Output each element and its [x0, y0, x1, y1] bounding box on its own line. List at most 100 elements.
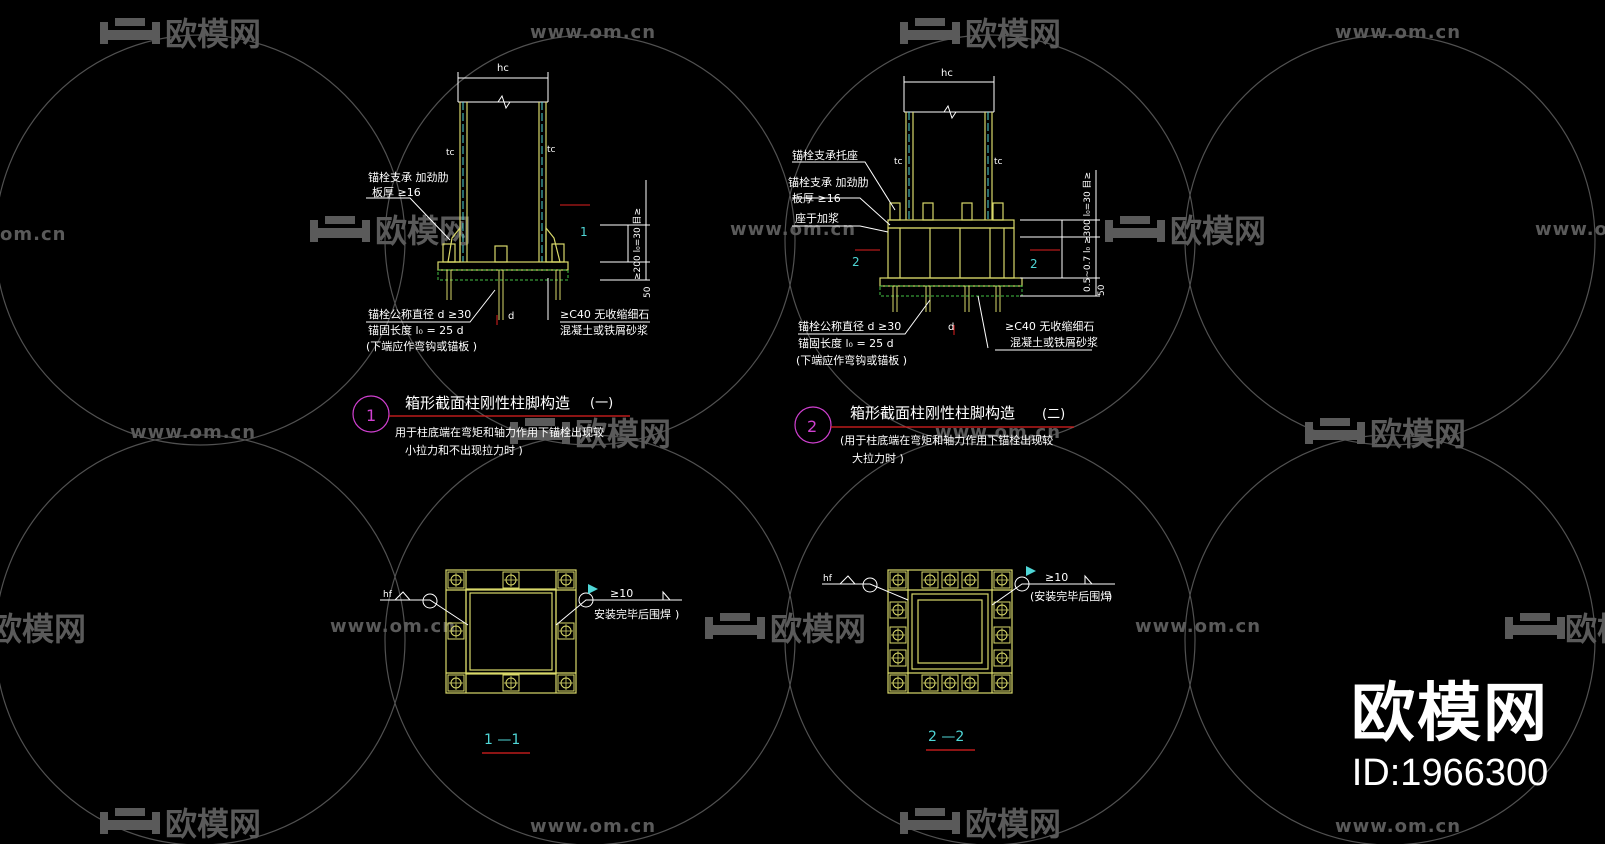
watermark-logo: 欧模网	[770, 610, 866, 648]
bolt-plate	[961, 571, 979, 589]
detail-1-note-1: 用于柱底端在弯矩和轴力作用下锚栓出现较	[395, 425, 604, 439]
plan-1-section: hf ≥10 安装完毕后围焊 ) 1 —1	[380, 569, 682, 754]
bolt-plate	[993, 626, 1011, 644]
detail-1-stiffener-label-1: 锚栓支承 加劲肋	[368, 170, 449, 184]
detail-1-bolt-label-3: (下端应作弯钩或锚板 )	[366, 339, 477, 353]
watermark-logo: 欧模网	[575, 415, 671, 453]
detail-2-note-1: (用于柱底端在弯矩和轴力作用下锚栓出现较	[840, 433, 1053, 447]
watermarks: 欧模网 www.om.cn 欧模网 www.om.cn om.cn 欧模网 ww…	[0, 15, 1605, 843]
detail-2-elevation: hc tc tc	[788, 68, 1107, 465]
detail-2-side-dims: 0.5~0.7 l₀ ≥300 l₀=30 目≥	[1082, 172, 1093, 292]
plan-1-bolts	[447, 571, 575, 692]
plan-2-bolts	[889, 571, 1011, 692]
brand-block: 欧模网 ID:1966300	[1345, 678, 1555, 796]
watermark-url: www.om.cn	[330, 616, 456, 637]
watermark-logo: 欧模网	[1565, 610, 1605, 648]
detail-2-dim-d: d	[948, 322, 954, 333]
detail-2-support-label: 锚栓支承托座	[792, 148, 858, 162]
detail-2-shim-label: 座于加浆	[795, 211, 839, 225]
bolt-plate	[447, 622, 465, 640]
detail-2-bolt-label-3: (下端应作弯钩或锚板 )	[796, 353, 907, 367]
plan-2-label: 2 —2	[928, 729, 964, 745]
watermark-logo: 欧模网	[965, 805, 1061, 843]
bolt-plate	[993, 649, 1011, 667]
bolt-plate	[502, 674, 520, 692]
brand-id: ID:1966300	[1351, 752, 1549, 794]
detail-1-section-marker: 1	[580, 225, 588, 239]
detail-2-section-marker-left: 2	[852, 255, 860, 269]
detail-1-note-2: 小拉力和不出现拉力时 )	[405, 443, 523, 457]
bolt-plate	[993, 601, 1011, 619]
watermark-logo: 欧模网	[1170, 212, 1266, 250]
watermark-logo: 欧模网	[165, 15, 261, 53]
detail-2-bolt-label-1: 锚栓公称直径 d ≥30	[798, 319, 901, 333]
bolt-plate	[447, 571, 465, 589]
detail-2-title: 箱形截面柱刚性柱脚构造	[850, 404, 1015, 422]
bolt-plate	[502, 571, 520, 589]
detail-2-bolt-label-2: 锚固长度 l₀ = 25 d	[798, 336, 894, 350]
bolt-plate	[557, 674, 575, 692]
detail-1-stiffener-label-2: 板厚 ≥16	[372, 185, 421, 199]
detail-2-tc-right: tc	[994, 157, 1003, 167]
watermark-url: www.om.cn	[1135, 616, 1261, 637]
watermark-url: www.om.cn	[530, 816, 656, 837]
plan-1-weld-note-paren: )	[675, 608, 679, 621]
detail-2-dim-hc: hc	[941, 68, 953, 79]
watermark-logo-icons	[100, 18, 1565, 834]
watermark-url: www.om.cn	[530, 22, 656, 43]
plan-2-weld-left: hf	[823, 574, 833, 584]
detail-2-tc-left: tc	[894, 157, 903, 167]
bolt-plate	[921, 674, 939, 692]
detail-1-title: 箱形截面柱刚性柱脚构造	[405, 394, 570, 412]
detail-1-elevation: hc tc tc	[352, 63, 653, 457]
plan-2-weld-right: ≥10	[1045, 571, 1068, 584]
bolt-plate	[921, 571, 939, 589]
detail-1-bottom-dim: 50	[643, 286, 653, 298]
detail-1-number: 1	[366, 406, 376, 425]
plan-2-weld-note-paren: )	[1108, 590, 1112, 603]
detail-2-stiffener-label-1: 锚栓支承 加劲肋	[788, 175, 869, 189]
plan-1-weld-left: hf	[383, 590, 393, 600]
detail-2-grout-label-1: ≥C40 无收缩细石	[1005, 319, 1094, 333]
bolt-plate	[941, 674, 959, 692]
detail-2-number: 2	[807, 417, 817, 436]
detail-1-title-suffix: (一)	[590, 396, 613, 411]
bolt-plate	[889, 674, 907, 692]
bolt-plate	[993, 674, 1011, 692]
detail-2-note-2: 大拉力时 )	[852, 451, 904, 465]
plan-1-weld-right: ≥10	[610, 587, 633, 600]
watermark-url: www.om.cn	[130, 422, 256, 443]
detail-1-grout-label-2: 混凝土或铁屑砂浆	[560, 323, 648, 337]
detail-2-grout-label-2: 混凝土或铁屑砂浆	[1010, 335, 1098, 349]
detail-2-stiffener-label-2: 板厚 ≥16	[792, 191, 841, 205]
plan-1-label: 1 —1	[484, 732, 520, 748]
bolt-plate	[889, 649, 907, 667]
detail-1-dim-d: d	[508, 311, 514, 322]
bolt-plate	[889, 571, 907, 589]
bolt-plate	[961, 674, 979, 692]
brand-name: 欧模网	[1351, 677, 1549, 751]
detail-1-grout-label-1: ≥C40 无收缩细石	[560, 307, 649, 321]
detail-2-bottom-dim: 50	[1097, 284, 1107, 296]
detail-1-tc-left: tc	[446, 148, 455, 158]
bolt-plate	[889, 601, 907, 619]
plan-1-weld-note: 安装完毕后围焊	[594, 607, 671, 621]
bolt-plate	[993, 571, 1011, 589]
watermark-arcs	[0, 34, 1596, 844]
watermark-logo: 欧模网	[1370, 415, 1466, 453]
detail-2-title-suffix: (二)	[1042, 407, 1065, 422]
bolt-plate	[447, 674, 465, 692]
detail-1-dim-hc: hc	[497, 63, 509, 74]
detail-1-bolt-label-2: 锚固长度 l₀ = 25 d	[368, 323, 464, 337]
bolt-plate	[557, 622, 575, 640]
bolt-plate	[941, 571, 959, 589]
detail-2-section-marker-right: 2	[1030, 257, 1038, 271]
bolt-plate	[557, 571, 575, 589]
detail-1-bolt-label-1: 锚栓公称直径 d ≥30	[368, 307, 471, 321]
watermark-url: www.om.cn	[730, 219, 856, 240]
watermark-logo: 欧模网	[375, 212, 471, 250]
watermark-url: www.om.cn	[1335, 22, 1461, 43]
plan-2-weld-note: (安装完毕后围焊	[1030, 589, 1111, 603]
